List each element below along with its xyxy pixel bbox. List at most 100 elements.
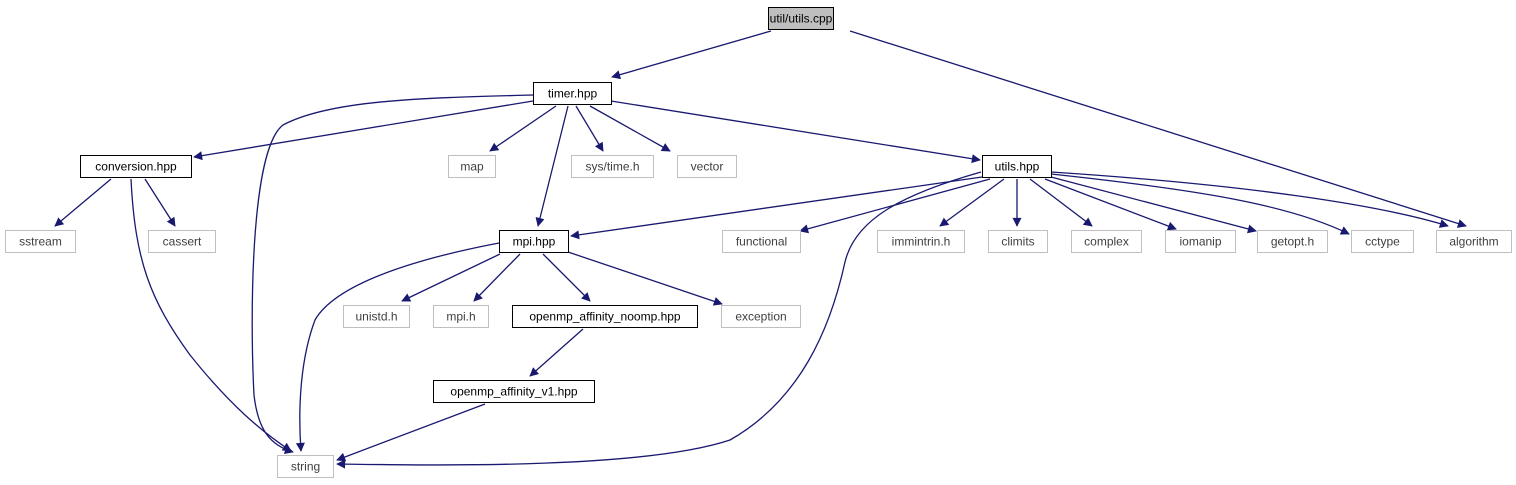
node-box <box>277 455 334 478</box>
edge-mpi-hpp-to-unistd-h <box>401 253 501 302</box>
node-box <box>433 305 489 328</box>
node-box <box>571 155 654 178</box>
node-label: cctype <box>1365 235 1400 249</box>
node-box <box>433 380 595 403</box>
node-label: functional <box>736 235 787 249</box>
edge-utils-cpp-to-algorithm <box>849 30 1467 228</box>
node-utils-cpp[interactable]: util/utils.cpp <box>768 7 834 30</box>
edge-conversion-hpp-to-cassert <box>144 178 176 227</box>
node-cassert: cassert <box>148 230 216 253</box>
node-getopt-h: getopt.h <box>1257 230 1328 253</box>
node-box <box>1071 230 1142 253</box>
edge-timer-hpp-to-utils-hpp <box>610 100 981 164</box>
edge-utils-hpp-to-algorithm <box>1050 171 1449 228</box>
node-box <box>988 230 1048 253</box>
edge-timer-hpp-to-string <box>251 94 534 454</box>
edge-openmp-v1-to-string <box>336 403 486 462</box>
edge-mpi-hpp-to-mpi-h <box>473 253 521 302</box>
node-cctype: cctype <box>1351 230 1414 253</box>
edge-mpi-hpp-to-openmp-noomp <box>542 253 591 302</box>
node-climits: climits <box>988 230 1048 253</box>
node-box <box>148 230 216 253</box>
node-timer-hpp[interactable]: timer.hpp <box>533 82 612 105</box>
node-string: string <box>277 455 334 478</box>
edge-utils-hpp-to-getopt-h <box>1050 176 1257 234</box>
node-box <box>1165 230 1236 253</box>
node-openmp-v1[interactable]: openmp_affinity_v1.hpp <box>433 380 595 403</box>
node-functional: functional <box>722 230 801 253</box>
edges-layer <box>54 30 1467 469</box>
node-box <box>1351 230 1414 253</box>
node-label: climits <box>1001 235 1034 249</box>
node-box <box>721 305 801 328</box>
node-map: map <box>448 155 496 178</box>
node-label: complex <box>1084 235 1129 249</box>
node-label: map <box>460 160 484 174</box>
edge-utils-hpp-to-string <box>336 171 982 469</box>
node-box <box>448 155 496 178</box>
node-box <box>677 155 737 178</box>
node-immintrin-h: immintrin.h <box>877 230 965 253</box>
node-box <box>982 155 1052 178</box>
node-label: conversion.hpp <box>95 160 177 174</box>
node-box <box>1436 230 1512 253</box>
node-label: sys/time.h <box>585 160 639 174</box>
edge-timer-hpp-to-map <box>489 105 557 152</box>
node-box <box>533 82 612 105</box>
node-label: algorithm <box>1449 235 1498 249</box>
node-label: timer.hpp <box>548 87 598 101</box>
node-iomanip: iomanip <box>1165 230 1236 253</box>
edge-timer-hpp-to-vector <box>589 105 671 152</box>
nodes-layer: util/utils.cpp timer.hpp conversion.hpp map… <box>5 7 1512 478</box>
edge-mpi-hpp-to-string <box>295 242 500 452</box>
node-algorithm: algorithm <box>1436 230 1512 253</box>
edge-utils-hpp-to-mpi-hpp <box>570 176 983 240</box>
node-exception: exception <box>721 305 801 328</box>
node-label: immintrin.h <box>892 235 951 249</box>
node-mpi-hpp[interactable]: mpi.hpp <box>499 230 569 253</box>
node-label: util/utils.cpp <box>770 12 833 26</box>
edge-timer-hpp-to-mpi-hpp <box>535 105 569 227</box>
node-label: mpi.h <box>446 310 475 324</box>
edge-conversion-hpp-to-string <box>130 178 292 452</box>
node-box <box>80 155 192 178</box>
edge-mpi-hpp-to-exception <box>567 251 723 306</box>
node-mpi-h: mpi.h <box>433 305 489 328</box>
edge-utils-cpp-to-timer-hpp <box>611 30 772 80</box>
node-label: utils.hpp <box>995 160 1040 174</box>
node-label: openmp_affinity_v1.hpp <box>450 385 578 399</box>
edge-utils-hpp-to-iomanip <box>1044 178 1177 231</box>
edge-conversion-hpp-to-sstream <box>54 178 112 227</box>
node-label: getopt.h <box>1271 235 1314 249</box>
node-label: vector <box>691 160 724 174</box>
edge-timer-hpp-to-sys-time-h <box>575 105 604 152</box>
node-box <box>512 305 698 328</box>
node-openmp-noomp[interactable]: openmp_affinity_noomp.hpp <box>512 305 698 328</box>
node-complex: complex <box>1071 230 1142 253</box>
node-label: sstream <box>19 235 62 249</box>
edge-utils-hpp-to-immintrin-h <box>939 178 1005 227</box>
node-sys-time-h: sys/time.h <box>571 155 654 178</box>
node-label: mpi.hpp <box>513 235 556 249</box>
node-box <box>768 7 834 30</box>
node-box <box>1257 230 1328 253</box>
edge-utils-hpp-to-complex <box>1029 178 1093 227</box>
node-label: cassert <box>163 235 202 249</box>
node-box <box>5 230 76 253</box>
edge-openmp-noomp-to-openmp-v1 <box>529 328 584 377</box>
node-label: unistd.h <box>355 310 397 324</box>
node-vector: vector <box>677 155 737 178</box>
edge-utils-hpp-to-functional <box>799 178 991 234</box>
node-box <box>722 230 801 253</box>
node-conversion-hpp[interactable]: conversion.hpp <box>80 155 192 178</box>
node-sstream: sstream <box>5 230 76 253</box>
node-label: string <box>291 460 320 474</box>
node-box <box>499 230 569 253</box>
edge-timer-hpp-to-conversion-hpp <box>193 100 534 161</box>
node-unistd-h: unistd.h <box>343 305 410 328</box>
edge-utils-hpp-to-cctype <box>1050 173 1350 235</box>
node-label: iomanip <box>1179 235 1221 249</box>
node-utils-hpp[interactable]: utils.hpp <box>982 155 1052 178</box>
node-label: openmp_affinity_noomp.hpp <box>529 310 681 324</box>
